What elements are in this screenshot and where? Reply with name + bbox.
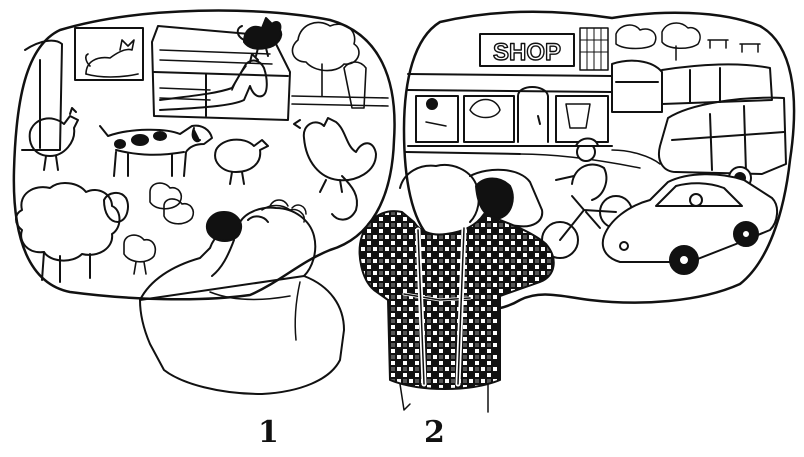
rooster xyxy=(293,117,377,221)
man-with-binoculars-2 xyxy=(358,164,555,413)
trees xyxy=(291,21,389,109)
farm-view-bubble xyxy=(12,9,396,301)
panel-number-2: 2 xyxy=(424,415,445,450)
shop-sign: SHOP xyxy=(493,39,561,66)
panel-number-1: 1 xyxy=(258,415,279,450)
hen xyxy=(28,107,79,171)
dog xyxy=(99,124,213,177)
town-view-bubble xyxy=(402,10,796,311)
car-with-driver xyxy=(601,173,778,275)
cat xyxy=(85,39,139,78)
park-trees xyxy=(615,22,761,61)
chicken xyxy=(214,138,269,185)
sheep xyxy=(15,182,129,283)
chicks xyxy=(123,182,195,275)
rooster-on-roof xyxy=(236,17,283,57)
tram xyxy=(611,59,773,113)
shop-building: SHOP xyxy=(405,27,613,155)
town-scene: SHOP xyxy=(358,10,796,413)
horse xyxy=(159,53,268,111)
man-with-binoculars-1 xyxy=(139,199,345,395)
farm-scene xyxy=(12,9,396,395)
